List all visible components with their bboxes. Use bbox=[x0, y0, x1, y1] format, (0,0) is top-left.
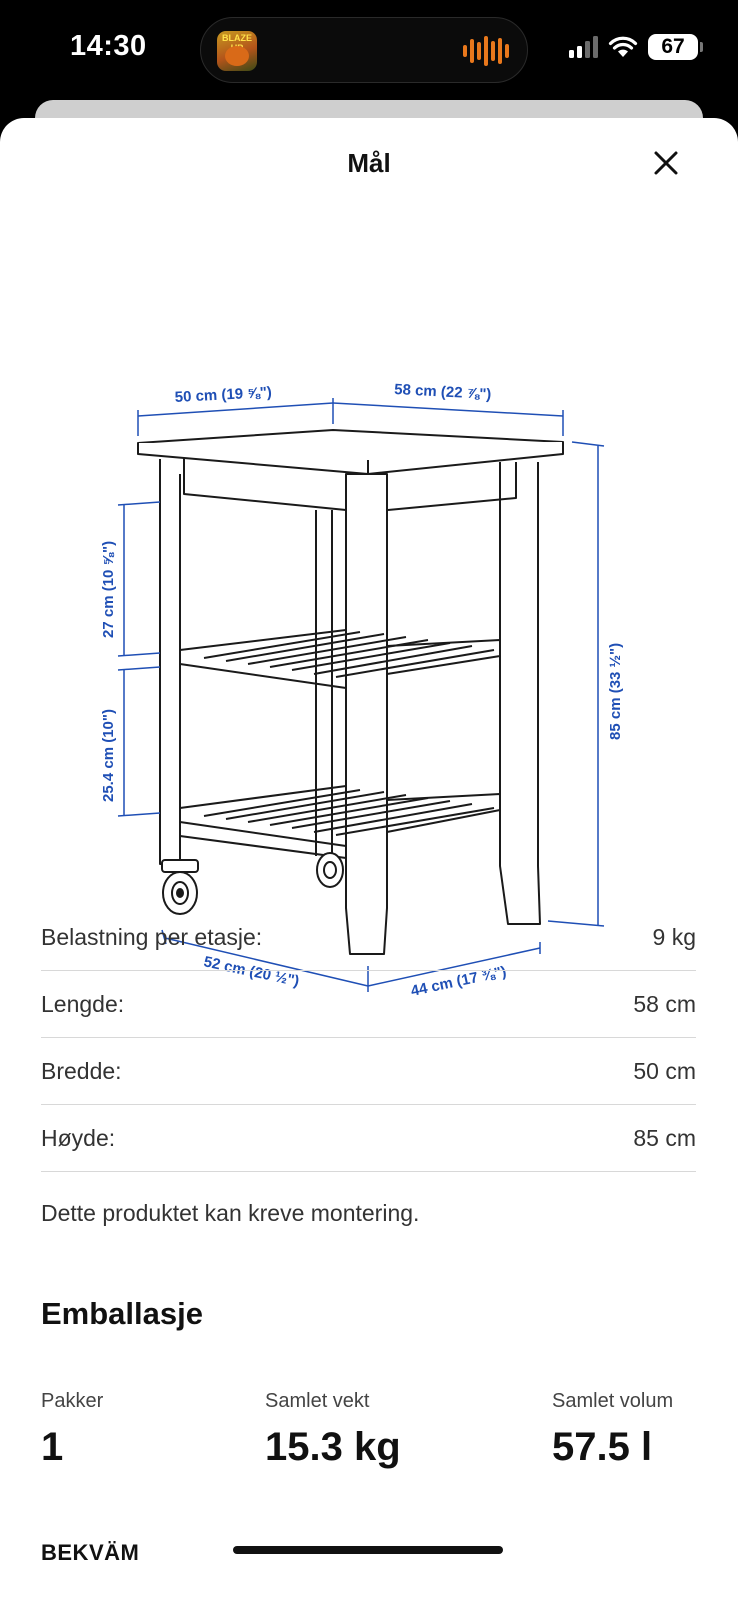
trolley-drawing bbox=[137, 429, 564, 955]
assembly-note: Dette produktet kan kreve montering. bbox=[41, 1200, 420, 1226]
status-time: 14:30 bbox=[70, 30, 147, 62]
packaging-value: 57.5 l bbox=[552, 1425, 653, 1469]
dim-upper-gap: 27 cm (10 ⅝") bbox=[100, 541, 117, 638]
dim-lower-gap: 25.4 cm (10") bbox=[100, 709, 117, 802]
packaging-volume: Samlet volum 57.5 l bbox=[552, 1390, 673, 1470]
spec-value: 58 cm bbox=[633, 990, 696, 1017]
spec-label: Bredde: bbox=[41, 1057, 122, 1084]
spec-label: Belastning per etasje: bbox=[41, 923, 263, 950]
spec-label: Høyde: bbox=[41, 1124, 116, 1151]
packaging-label: Samlet vekt bbox=[265, 1390, 370, 1412]
close-button[interactable] bbox=[640, 143, 692, 183]
packaging-value: 15.3 kg bbox=[265, 1425, 401, 1469]
product-dimension-diagram: 50 cm (19 ⅝") 58 cm (22 ⅞") 27 cm (10 ⅝"… bbox=[100, 381, 624, 1000]
cellular-signal-icon bbox=[569, 36, 598, 58]
packaging-label: Samlet volum bbox=[552, 1390, 674, 1412]
spec-value: 85 cm bbox=[633, 1124, 696, 1151]
wheels bbox=[161, 852, 344, 915]
wifi-icon bbox=[608, 36, 638, 57]
spec-label: Lengde: bbox=[41, 990, 125, 1017]
packaging-value: 1 bbox=[41, 1425, 64, 1469]
packaging-label: Pakker bbox=[41, 1390, 104, 1412]
dim-top-length: 58 cm (22 ⅞") bbox=[394, 381, 492, 403]
spec-row-length: Lengde: 58 cm bbox=[41, 971, 696, 1038]
packaging-weight: Samlet vekt 15.3 kg bbox=[265, 1390, 401, 1470]
spec-value: 9 kg bbox=[652, 923, 696, 950]
spec-value: 50 cm bbox=[633, 1057, 696, 1084]
system-icons: 67 bbox=[569, 34, 703, 60]
close-icon bbox=[654, 151, 678, 175]
packaging-packages: Pakker 1 bbox=[41, 1390, 103, 1470]
audio-wave-icon bbox=[463, 36, 509, 66]
sheet-title: Mål bbox=[347, 148, 391, 178]
spec-row-height: Høyde: 85 cm bbox=[41, 1105, 696, 1172]
dim-top-width: 50 cm (19 ⅝") bbox=[174, 384, 272, 406]
status-bar: 14:30 BLAZE UP 67 bbox=[0, 0, 738, 100]
spec-row-width: Bredde: 50 cm bbox=[41, 1038, 696, 1105]
battery-icon: 67 bbox=[648, 34, 703, 60]
product-name: BEKVÄM bbox=[41, 1540, 140, 1565]
battery-level: 67 bbox=[661, 35, 685, 58]
packaging-title: Emballasje bbox=[41, 1296, 203, 1331]
dynamic-island[interactable]: BLAZE UP bbox=[200, 17, 528, 83]
home-indicator[interactable] bbox=[233, 1546, 503, 1554]
app-badge-icon: BLAZE UP bbox=[217, 31, 257, 71]
dim-height: 85 cm (33 ½") bbox=[607, 643, 624, 740]
spec-list: Belastning per etasje: 9 kg Lengde: 58 c… bbox=[41, 904, 696, 1172]
dimensions-sheet: Mål bbox=[0, 118, 738, 1600]
spec-row-load: Belastning per etasje: 9 kg bbox=[41, 904, 696, 971]
